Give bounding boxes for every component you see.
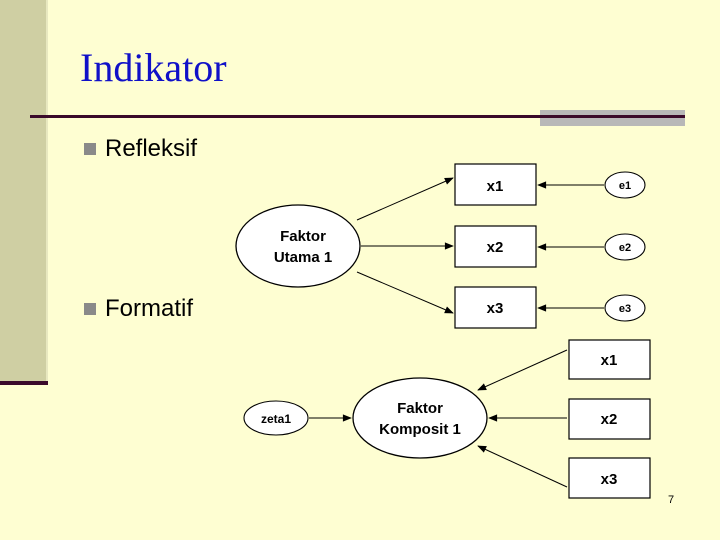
formative-indicator-box-x3 (568, 457, 651, 499)
indicator-box-x3 (454, 286, 537, 329)
bullet-square-icon (84, 303, 96, 315)
title-rule-accent (540, 110, 685, 126)
formative-arrow-x3 (477, 445, 568, 488)
latent-factor-komposit-ellipse (352, 377, 488, 459)
bullet-text: Formatif (105, 295, 194, 322)
factor-komposit-label-line1: Faktor (397, 400, 443, 417)
error-ellipse-e3 (604, 294, 646, 322)
bullet-text: Refleksif (105, 135, 198, 162)
disturbance-label-zeta1: zeta1 (261, 412, 291, 426)
factor-komposit-label-line2: Komposit 1 (379, 421, 461, 438)
loading-arrow-x1 (356, 177, 454, 221)
error-label-e2: e2 (619, 242, 631, 254)
left-accent-bar (0, 0, 46, 383)
formative-model: Faktor Komposit 1 x1 x2 x3 zeta1 (243, 339, 651, 499)
page-number: 7 (668, 494, 675, 506)
slide-title: Indikator (80, 45, 227, 90)
indicator-label-x3: x3 (487, 300, 504, 317)
bullet-formatif: Formatif (84, 295, 193, 323)
indicator-box-x2 (454, 225, 537, 268)
error-ellipse-e1 (604, 171, 646, 199)
factor-utama-label-line2: Utama 1 (274, 249, 332, 266)
formative-indicator-box-x1 (568, 339, 651, 380)
factor-utama-label-line1: Faktor (280, 228, 326, 245)
error-ellipse-e2 (604, 233, 646, 261)
indicator-label-x2: x2 (487, 239, 504, 256)
indicator-box-x1 (454, 163, 537, 206)
formative-indicator-label-x3: x3 (601, 471, 618, 488)
formative-indicator-label-x2: x2 (601, 411, 618, 428)
left-accent-edge (0, 381, 48, 385)
formative-indicator-label-x1: x1 (601, 352, 618, 369)
error-label-e1: e1 (619, 180, 631, 192)
loading-arrow-x3 (356, 271, 454, 314)
reflective-model: Faktor Utama 1 x1 x2 x3 e1 e2 e3 (235, 163, 646, 329)
indicator-label-x1: x1 (487, 178, 504, 195)
disturbance-ellipse-zeta1 (243, 400, 309, 436)
error-label-e3: e3 (619, 303, 631, 315)
bullet-square-icon (84, 143, 96, 155)
formative-indicator-box-x2 (568, 398, 651, 440)
left-accent-highlight (46, 0, 48, 383)
bullet-refleksif: Refleksif (84, 135, 197, 163)
latent-factor-utama-ellipse (235, 204, 361, 288)
title-rule (30, 115, 685, 118)
formative-arrow-x1 (477, 349, 568, 391)
title-rule-accent-line (540, 116, 685, 118)
